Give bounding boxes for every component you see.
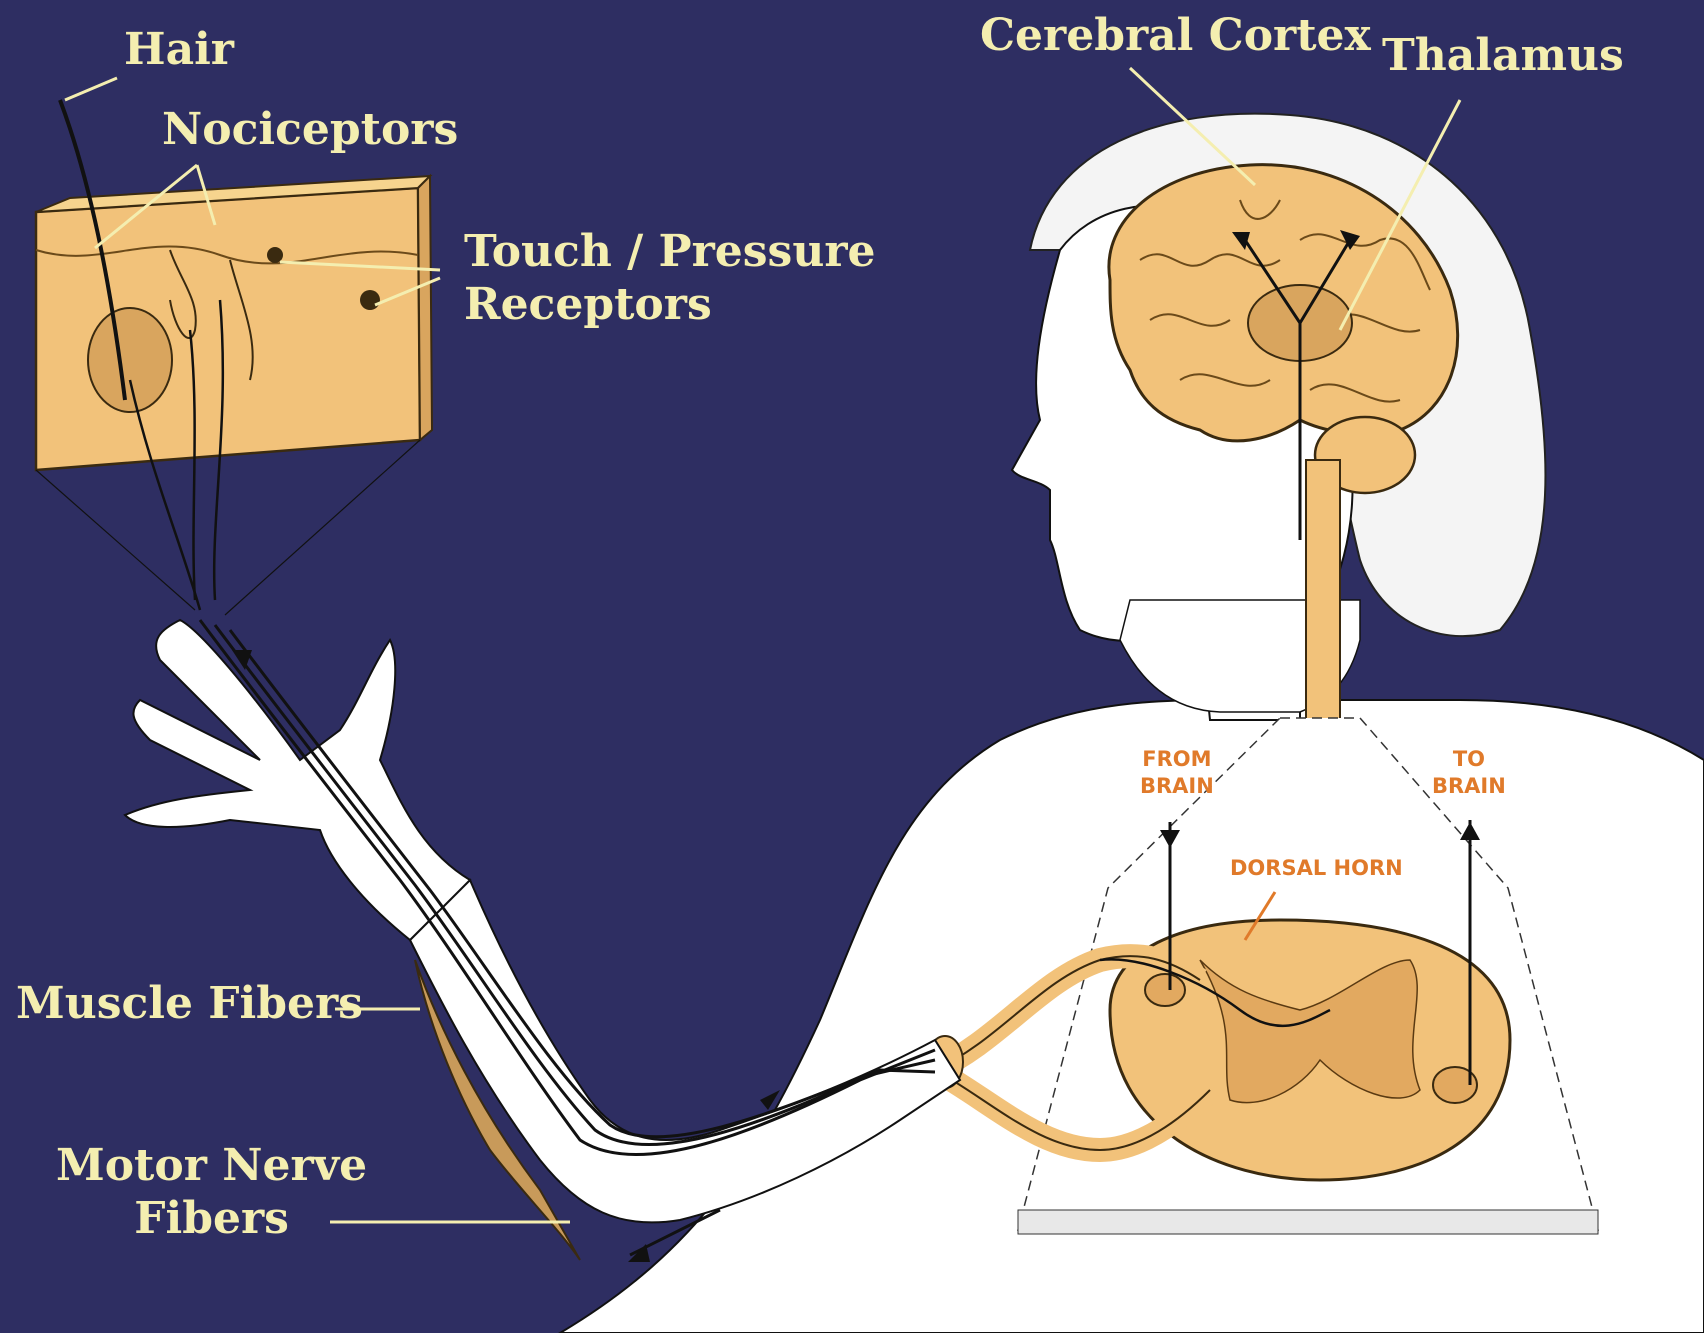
tag-from-brain-line2: BRAIN — [1140, 773, 1214, 800]
inset-base — [1018, 1210, 1598, 1234]
label-cerebral-cortex: Cerebral Cortex — [980, 10, 1371, 63]
label-touch-pressure: Touch / Pressure Receptors — [464, 226, 876, 332]
label-thalamus: Thalamus — [1382, 30, 1624, 83]
tag-from-brain: FROM BRAIN — [1140, 746, 1214, 801]
label-motor-nerve-line1: Motor Nerve — [56, 1140, 367, 1193]
label-touch-pressure-line1: Touch / Pressure — [464, 226, 876, 279]
tag-from-brain-line1: FROM — [1140, 746, 1214, 773]
label-motor-nerve-line2: Fibers — [56, 1193, 367, 1246]
label-touch-pressure-line2: Receptors — [464, 279, 876, 332]
tag-to-brain-line2: BRAIN — [1432, 773, 1506, 800]
label-hair: Hair — [124, 24, 234, 77]
tag-to-brain-line1: TO — [1432, 746, 1506, 773]
label-nociceptors: Nociceptors — [162, 104, 458, 157]
hand-shape — [125, 620, 470, 940]
label-muscle-fibers: Muscle Fibers — [16, 978, 363, 1031]
label-motor-nerve-fibers: Motor Nerve Fibers — [56, 1140, 367, 1246]
tag-dorsal-horn: DORSAL HORN — [1230, 855, 1403, 882]
tag-to-brain: TO BRAIN — [1432, 746, 1506, 801]
